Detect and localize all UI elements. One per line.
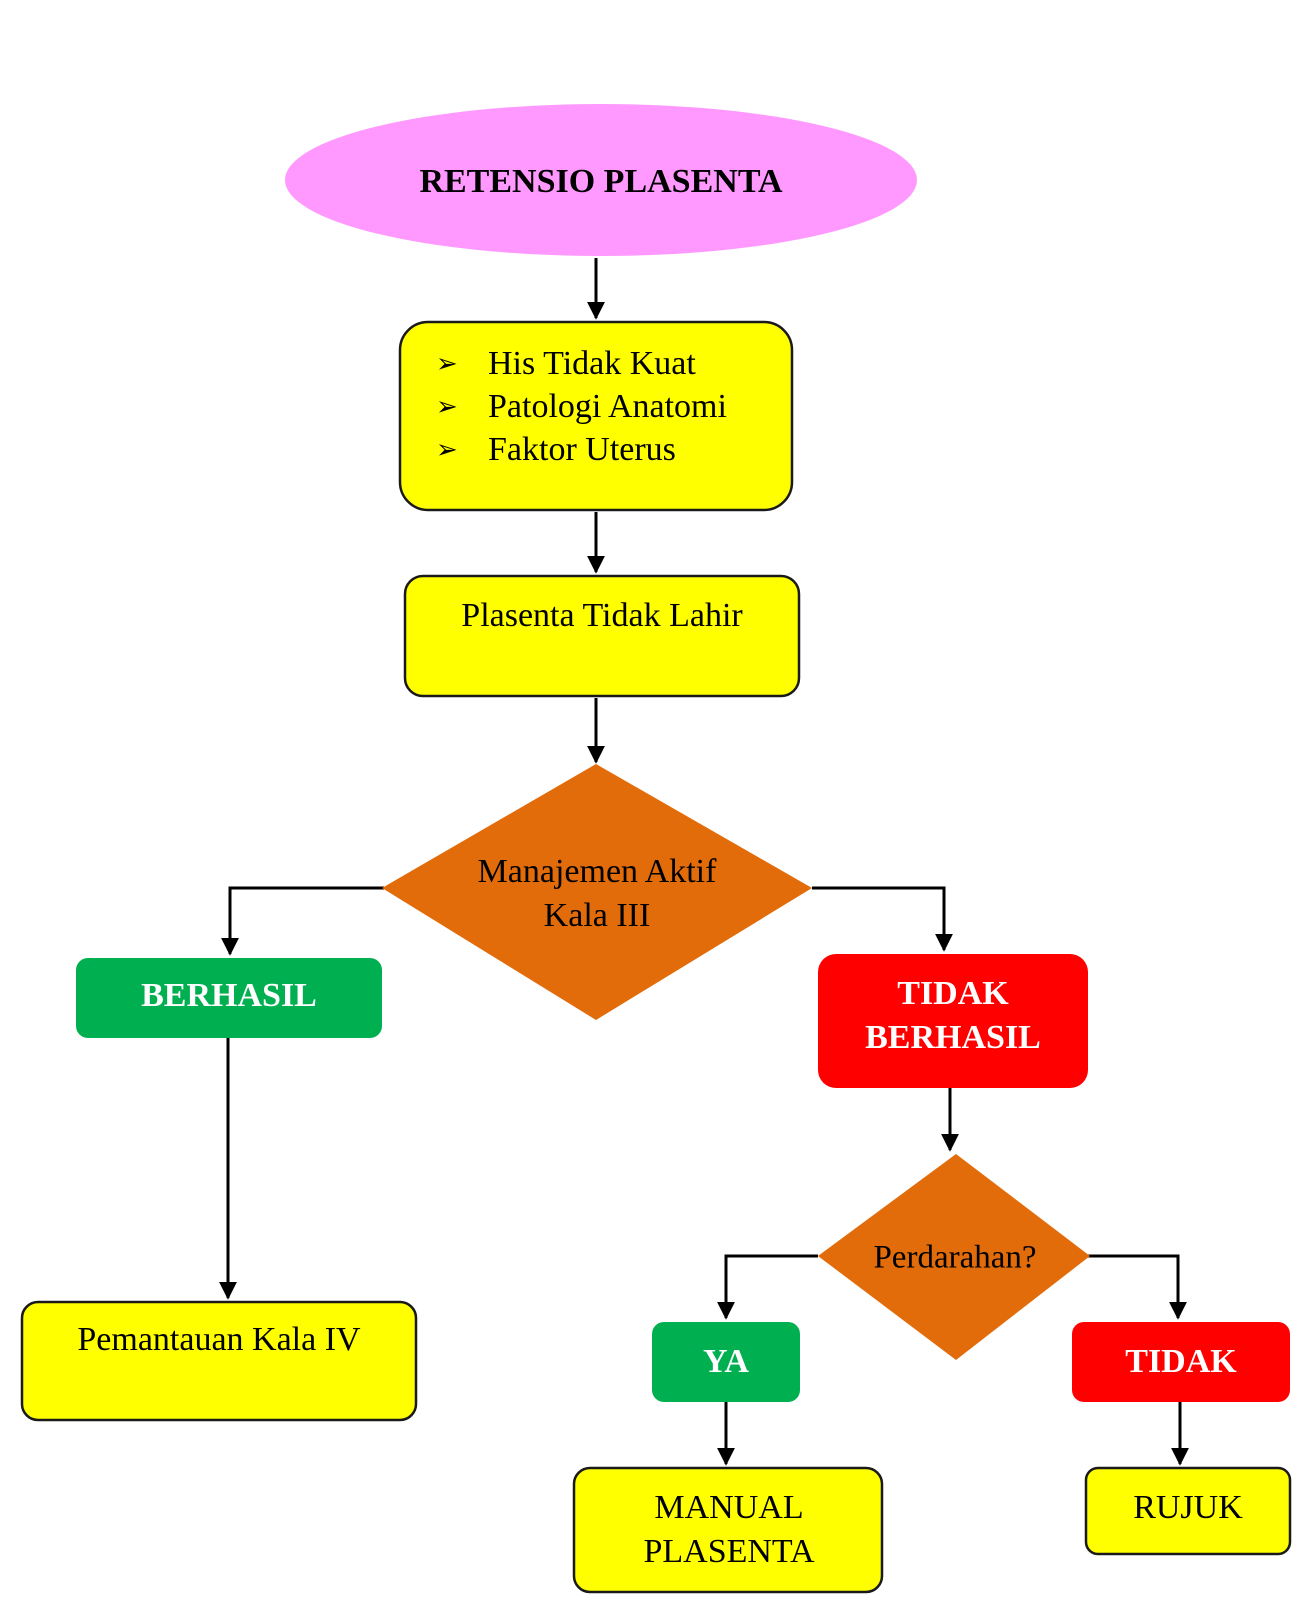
bleeding-diamond <box>818 1154 1090 1360</box>
yes-box <box>652 1322 800 1402</box>
node-berhasil: BERHASIL <box>76 958 382 1038</box>
node-decision-perdarahan: Perdarahan? <box>818 1154 1090 1360</box>
decision-line-2: Kala III <box>544 897 651 934</box>
cause-item: Faktor Uterus <box>488 431 676 468</box>
monitor-label: Pemantauan Kala IV <box>77 1321 361 1358</box>
failure-box <box>818 954 1088 1088</box>
node-manual-plasenta: MANUAL PLASENTA <box>572 1466 884 1594</box>
node-ya: YA <box>652 1322 800 1402</box>
success-box <box>76 958 382 1038</box>
node-retensio-plasenta: RETENSIO PLASENTA <box>285 104 917 256</box>
node-causes: ➢ His Tidak Kuat ➢ Patologi Anatomi ➢ Fa… <box>398 320 794 512</box>
success-label: BERHASIL <box>141 977 317 1014</box>
ellipse-shape <box>285 104 917 256</box>
decision-diamond <box>382 764 812 1020</box>
bullet-icon: ➢ <box>436 349 458 378</box>
failure-line-2: BERHASIL <box>865 1019 1041 1056</box>
cause-item: Patologi Anatomi <box>488 388 727 425</box>
bullet-icon: ➢ <box>436 435 458 464</box>
start-label: RETENSIO PLASENTA <box>419 163 783 200</box>
refer-box <box>1084 1466 1292 1556</box>
cause-item: His Tidak Kuat <box>488 345 696 382</box>
node-pemantauan: Pemantauan Kala IV <box>20 1300 418 1422</box>
node-decision-manajemen: Manajemen Aktif Kala III <box>382 764 812 1020</box>
manual-line-2: PLASENTA <box>643 1533 815 1570</box>
edge-bleeding-yes <box>717 1254 818 1320</box>
refer-label: RUJUK <box>1133 1489 1243 1526</box>
bullet-icon: ➢ <box>436 392 458 421</box>
not-born-label: Plasenta Tidak Lahir <box>461 597 743 634</box>
causes-box <box>398 320 794 512</box>
no-label: TIDAK <box>1125 1343 1237 1380</box>
yes-label: YA <box>703 1343 749 1380</box>
node-tidak: TIDAK <box>1072 1322 1290 1402</box>
not-born-box <box>403 574 801 698</box>
node-tidak-berhasil: TIDAK BERHASIL <box>818 954 1088 1088</box>
node-plasenta-tidak-lahir: Plasenta Tidak Lahir <box>403 574 801 698</box>
no-box <box>1072 1322 1290 1402</box>
monitor-box <box>20 1300 418 1422</box>
edge-decision-success <box>221 886 384 956</box>
edge-bleeding-no <box>1088 1254 1187 1320</box>
bleeding-label: Perdarahan? <box>873 1240 1036 1276</box>
decision-line-1: Manajemen Aktif <box>478 853 718 890</box>
edge-decision-failure <box>812 886 953 952</box>
manual-box <box>572 1466 884 1594</box>
manual-line-1: MANUAL <box>654 1489 803 1526</box>
node-rujuk: RUJUK <box>1084 1466 1292 1556</box>
failure-line-1: TIDAK <box>897 975 1009 1012</box>
